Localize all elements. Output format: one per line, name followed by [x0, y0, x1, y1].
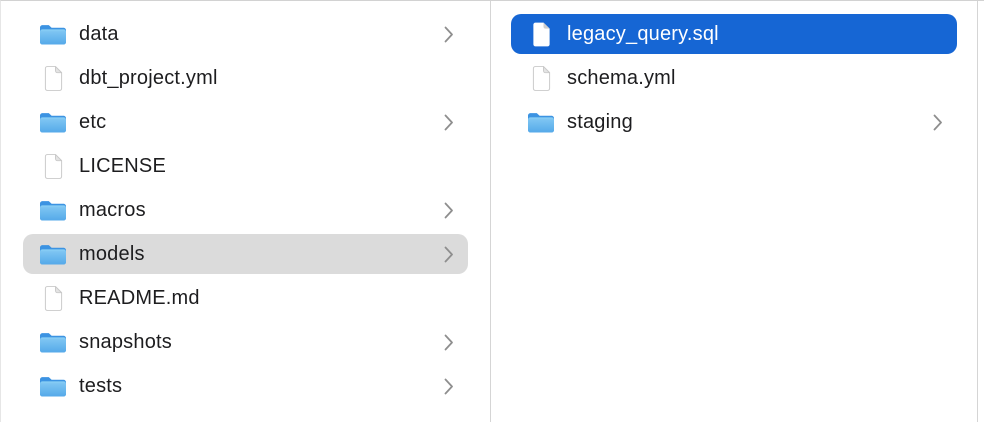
row-legacy-query-sql-selected[interactable]: legacy_query.sql [511, 14, 957, 54]
item-name: legacy_query.sql [567, 22, 719, 45]
chevron-right-icon [444, 26, 454, 43]
chevron-right-icon [933, 114, 943, 131]
chevron-right-icon [444, 114, 454, 131]
folder-icon [39, 372, 67, 400]
finder-column-models: legacy_query.sql schema.yml staging [491, 1, 978, 422]
row-license[interactable]: LICENSE [23, 146, 468, 186]
chevron-right-icon [444, 334, 454, 351]
folder-icon [39, 328, 67, 356]
folder-icon [39, 108, 67, 136]
row-tests[interactable]: tests [23, 366, 468, 406]
row-staging[interactable]: staging [511, 102, 957, 142]
row-etc[interactable]: etc [23, 102, 468, 142]
item-name: etc [79, 110, 107, 133]
item-name: data [79, 22, 119, 45]
item-name: dbt_project.yml [79, 66, 218, 89]
row-readme-md[interactable]: README.md [23, 278, 468, 318]
folder-icon [39, 20, 67, 48]
folder-icon [39, 240, 67, 268]
folder-icon [527, 108, 555, 136]
file-icon [39, 284, 67, 312]
chevron-right-icon [444, 246, 454, 263]
item-name: snapshots [79, 330, 172, 353]
row-models-selected[interactable]: models [23, 234, 468, 274]
item-name: staging [567, 110, 633, 133]
file-icon [39, 64, 67, 92]
item-name: schema.yml [567, 66, 676, 89]
row-dbt-project-yml[interactable]: dbt_project.yml [23, 58, 468, 98]
next-column-edge [978, 1, 984, 422]
row-macros[interactable]: macros [23, 190, 468, 230]
folder-icon [39, 196, 67, 224]
file-icon [39, 152, 67, 180]
item-name: models [79, 242, 145, 265]
file-icon [527, 64, 555, 92]
item-name: README.md [79, 286, 200, 309]
item-name: macros [79, 198, 146, 221]
row-schema-yml[interactable]: schema.yml [511, 58, 957, 98]
item-name: tests [79, 374, 123, 397]
item-name: LICENSE [79, 154, 166, 177]
finder-column-parent: data dbt_project.yml etc LICENSE macros … [1, 1, 491, 422]
row-data[interactable]: data [23, 14, 468, 54]
chevron-right-icon [444, 202, 454, 219]
row-snapshots[interactable]: snapshots [23, 322, 468, 362]
file-icon [527, 20, 555, 48]
chevron-right-icon [444, 378, 454, 395]
